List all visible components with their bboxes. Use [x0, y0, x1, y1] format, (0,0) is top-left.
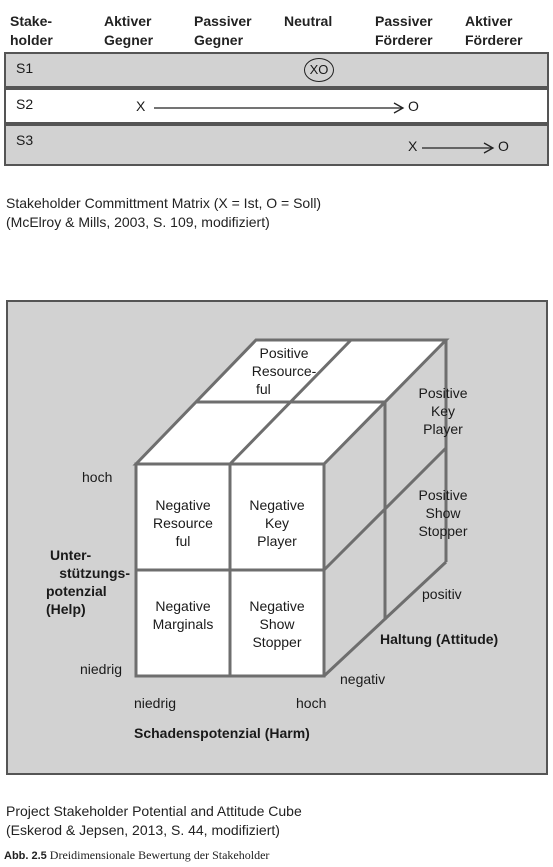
xo-circle-marker: XO [304, 58, 334, 82]
x-axis-high-label: hoch [296, 695, 327, 711]
figure-title: Dreidimensionale Bewertung der Stakehold… [49, 848, 270, 862]
z-axis-title: Haltung (Attitude) [380, 631, 499, 647]
matrix-row-s3: S3 X O [4, 124, 549, 166]
header-passiver-foerderer: Passiver Förderer [375, 13, 433, 48]
y-axis-title: Unter- stützungs- potenzial (Help) [46, 547, 130, 617]
row-s3-ist-marker: X [408, 138, 418, 154]
matrix-caption: Stakeholder Committment Matrix (X = Ist,… [6, 195, 322, 230]
cell-negative-resourceful: Negative Resource ful [153, 497, 213, 549]
row-label-s1: S1 [16, 60, 34, 76]
header-aktiver-gegner: Aktiver Gegner [104, 13, 154, 48]
label-positive-resourceful: Positive Resource- ful [251, 345, 317, 397]
header-stakeholder: Stake- holder [10, 13, 53, 48]
figure-label: Abb. 2.5 [4, 850, 47, 862]
y-axis-high-label: hoch [82, 469, 113, 485]
x-axis-low-label: niedrig [134, 695, 177, 711]
stakeholder-cube-panel: Positive Resource- ful Positive Key Play… [6, 300, 548, 775]
z-axis-positive-label: positiv [422, 586, 462, 602]
cell-negative-key-player: Negative Key Player [249, 497, 305, 549]
header-passiver-gegner: Passiver Gegner [194, 13, 252, 48]
figure-caption: Abb. 2.5 Dreidimensionale Bewertung der … [4, 848, 269, 863]
cube-drawing [132, 338, 450, 678]
header-neutral: Neutral [284, 13, 333, 29]
label-positive-show-stopper: Positive Show Stopper [418, 487, 468, 539]
y-axis-low-label: niedrig [80, 661, 123, 677]
row-s2-arrow [154, 102, 405, 114]
cell-negative-marginals: Negative Marginals [152, 598, 214, 632]
stakeholder-commitment-matrix: Stake- holder Aktiver Gegner Passiver Ge… [4, 4, 549, 166]
row-label-s2: S2 [16, 96, 34, 112]
matrix-row-s2: S2 X O [4, 88, 549, 124]
x-axis-title: Schadenspotenzial (Harm) [134, 725, 310, 741]
cell-negative-show-stopper: Negative Show Stopper [249, 598, 305, 650]
row-s2-soll-marker: O [408, 98, 419, 114]
label-positive-key-player: Positive Key Player [418, 385, 468, 437]
row-s3-soll-marker: O [498, 138, 509, 154]
z-axis-negative-label: negativ [340, 671, 386, 687]
matrix-row-s1: S1 XO [4, 52, 549, 88]
cube-caption: Project Stakeholder Potential and Attitu… [6, 803, 302, 838]
row-s3-arrow [422, 142, 495, 154]
row-s2-ist-marker: X [136, 98, 146, 114]
row-label-s3: S3 [16, 132, 34, 148]
header-aktiver-foerderer: Aktiver Förderer [465, 13, 523, 48]
